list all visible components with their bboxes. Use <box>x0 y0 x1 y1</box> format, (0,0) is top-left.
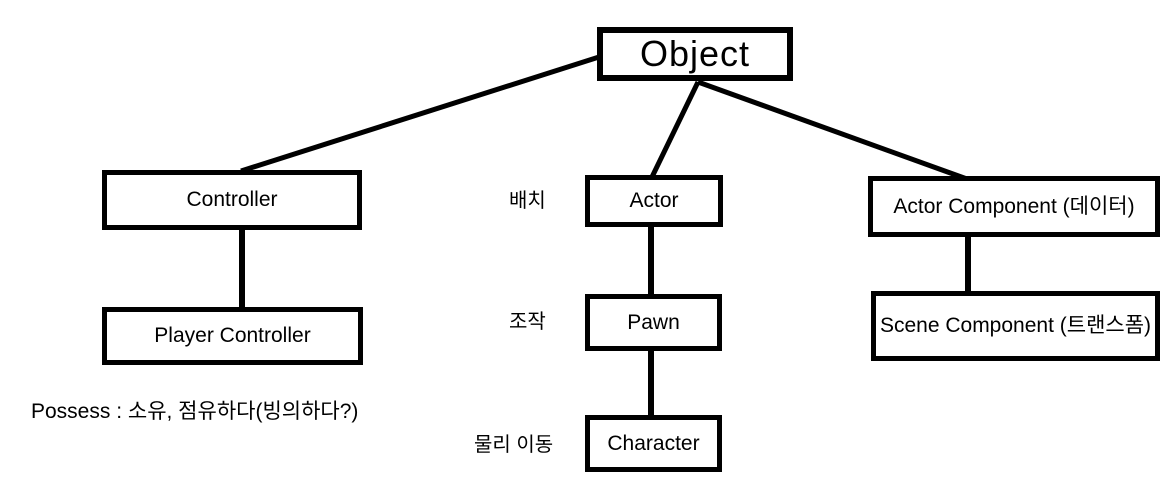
node-object-label: Object <box>639 33 751 75</box>
node-actor-label: Actor <box>629 189 679 213</box>
side-label-character: 물리 이동 <box>474 434 554 456</box>
side-label-actor: 배치 <box>509 190 546 212</box>
node-actor-component: Actor Component (데이터) <box>868 176 1160 237</box>
node-actor: Actor <box>585 175 723 227</box>
possess-note: Possess : 소유, 점유하다(빙의하다?) <box>31 400 359 423</box>
edge-object-controller <box>240 54 600 174</box>
node-controller-label: Controller <box>186 188 278 212</box>
node-pawn-label: Pawn <box>627 310 680 334</box>
side-label-pawn: 조작 <box>509 311 546 333</box>
node-actor-component-label: Actor Component (데이터) <box>893 194 1135 218</box>
node-scene-component: Scene Component (트랜스폼) <box>871 291 1160 361</box>
node-character-label: Character <box>607 431 700 455</box>
edge-object-actor-component <box>697 79 968 182</box>
node-player-controller-label: Player Controller <box>154 324 311 348</box>
node-object: Object <box>597 27 793 81</box>
node-character: Character <box>585 415 722 472</box>
edge-object-actor <box>649 80 701 179</box>
node-controller: Controller <box>102 170 362 230</box>
node-scene-component-label: Scene Component (트랜스폼) <box>879 314 1152 338</box>
node-pawn: Pawn <box>585 294 722 351</box>
node-player-controller: Player Controller <box>102 307 363 365</box>
